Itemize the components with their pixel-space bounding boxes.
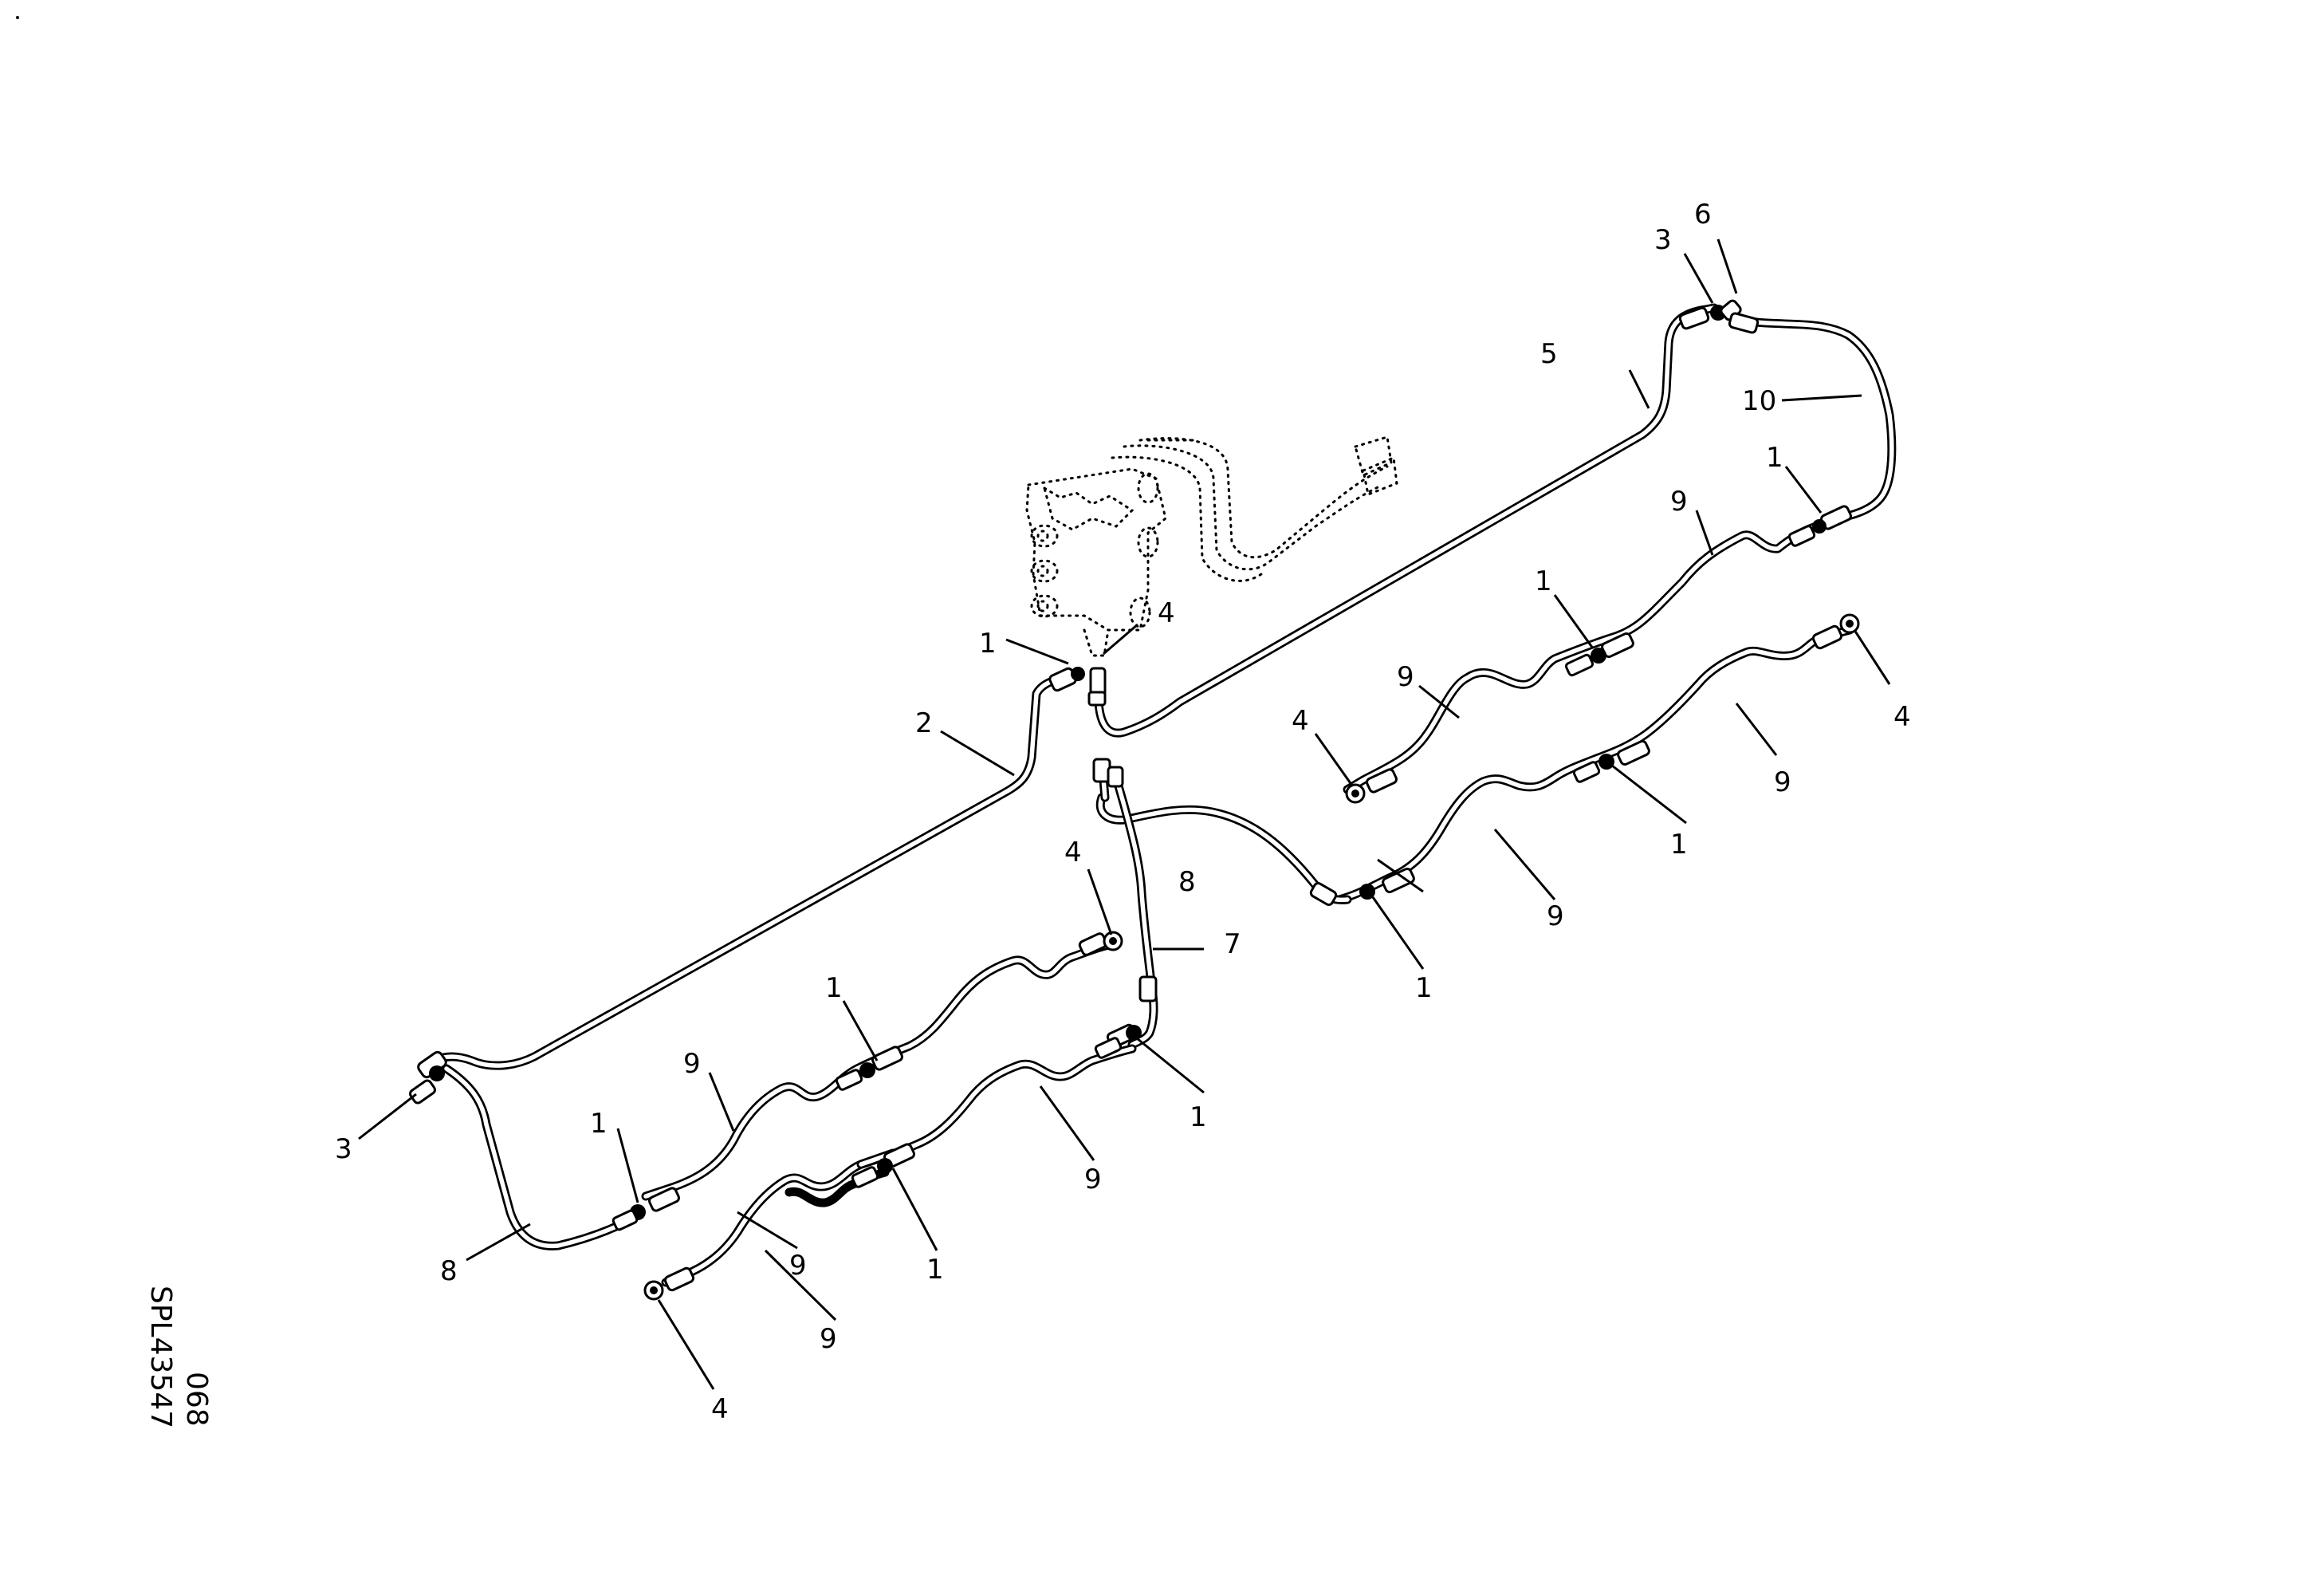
callout-4-valve: 4	[1158, 597, 1175, 629]
fitting-valve-4	[1092, 758, 1124, 788]
callout-9-right-mid: 9	[1397, 661, 1414, 693]
fitting-1-right-mid	[1564, 632, 1634, 677]
pipe-5	[1094, 303, 1719, 738]
callout-3-left: 3	[335, 1133, 352, 1165]
pipe-8-left	[442, 1064, 635, 1250]
fitting-4-left-bottom	[643, 1266, 695, 1301]
callout-5: 5	[1540, 338, 1558, 370]
callout-1-right-top: 1	[1766, 442, 1783, 474]
pipe-9-lower-right	[1335, 625, 1854, 904]
callout-4-right-upper: 4	[1292, 705, 1309, 737]
callout-1-right-lower: 1	[1670, 829, 1688, 861]
corner-dot	[16, 16, 19, 19]
fitting-1-junction	[1309, 867, 1415, 906]
leader-lines	[358, 238, 1891, 1390]
callout-9-left-lower: 9	[789, 1250, 807, 1282]
fitting-1-right-lower	[1572, 739, 1650, 783]
callout-8-right: 8	[1178, 866, 1196, 898]
fitting-3-top	[1678, 299, 1760, 334]
drawing-code-line2: 068	[180, 1372, 213, 1427]
callout-8-left: 8	[440, 1255, 458, 1287]
fitting-1-left-upper	[835, 1046, 903, 1091]
callout-7: 7	[1224, 928, 1241, 960]
drawing-code: SPL43547 068	[144, 1286, 213, 1428]
pipe-10	[1741, 316, 1897, 523]
callout-4-right-far: 4	[1893, 701, 1911, 733]
fitting-3-left	[409, 1050, 447, 1105]
callout-3-top: 3	[1654, 224, 1672, 256]
callout-2: 2	[915, 707, 933, 739]
callout-9-left-upper: 9	[683, 1048, 701, 1080]
callout-9-bottom: 9	[820, 1323, 837, 1355]
fittings	[409, 299, 1860, 1301]
fitting-4-right-upper	[1345, 768, 1398, 804]
fitting-valve-1	[1048, 667, 1107, 707]
fitting-4-left-upper	[1078, 931, 1123, 956]
callout-1-left-mid: 1	[926, 1254, 944, 1286]
callout-9-right-lower: 9	[1547, 900, 1564, 932]
callout-4-left-upper: 4	[1064, 837, 1082, 868]
fitting-7-mid	[1138, 975, 1158, 1002]
callout-1-left-upper: 1	[825, 972, 843, 1004]
fitting-1-right-top	[1787, 505, 1852, 547]
callout-1-junction: 1	[1415, 972, 1433, 1004]
callout-labels: 1 4 2 5 3 6 10 1 9 1 9 4 4 9 1 9 8 1 7 4…	[335, 199, 1911, 1425]
pipe-9-upper-right	[1343, 518, 1830, 794]
callout-1-left-junction: 1	[1190, 1101, 1207, 1133]
pipe-9-upper-left	[641, 940, 1113, 1201]
callout-9-right-far: 9	[1774, 766, 1791, 798]
fitting-1-left-lower	[611, 1187, 680, 1231]
pipe-9-lower-left	[661, 1044, 1137, 1287]
callout-1-left-lower: 1	[590, 1108, 608, 1140]
callout-9-right-top: 9	[1670, 486, 1688, 518]
drawing-code-line1: SPL43547	[144, 1286, 177, 1428]
callout-1-right-mid: 1	[1535, 565, 1552, 597]
callout-6: 6	[1694, 199, 1712, 230]
pipe-2	[430, 675, 1073, 1070]
valve-block	[1025, 435, 1398, 657]
callout-4-left-bottom: 4	[711, 1393, 729, 1425]
fitting-1-left-mid	[851, 1143, 915, 1188]
callout-10: 10	[1742, 385, 1776, 417]
fitting-4-right-far	[1811, 613, 1860, 650]
callout-9-left-mid: 9	[1084, 1164, 1102, 1195]
callout-1-valve: 1	[979, 628, 997, 660]
fitting-1-left-junction	[1094, 1023, 1142, 1059]
